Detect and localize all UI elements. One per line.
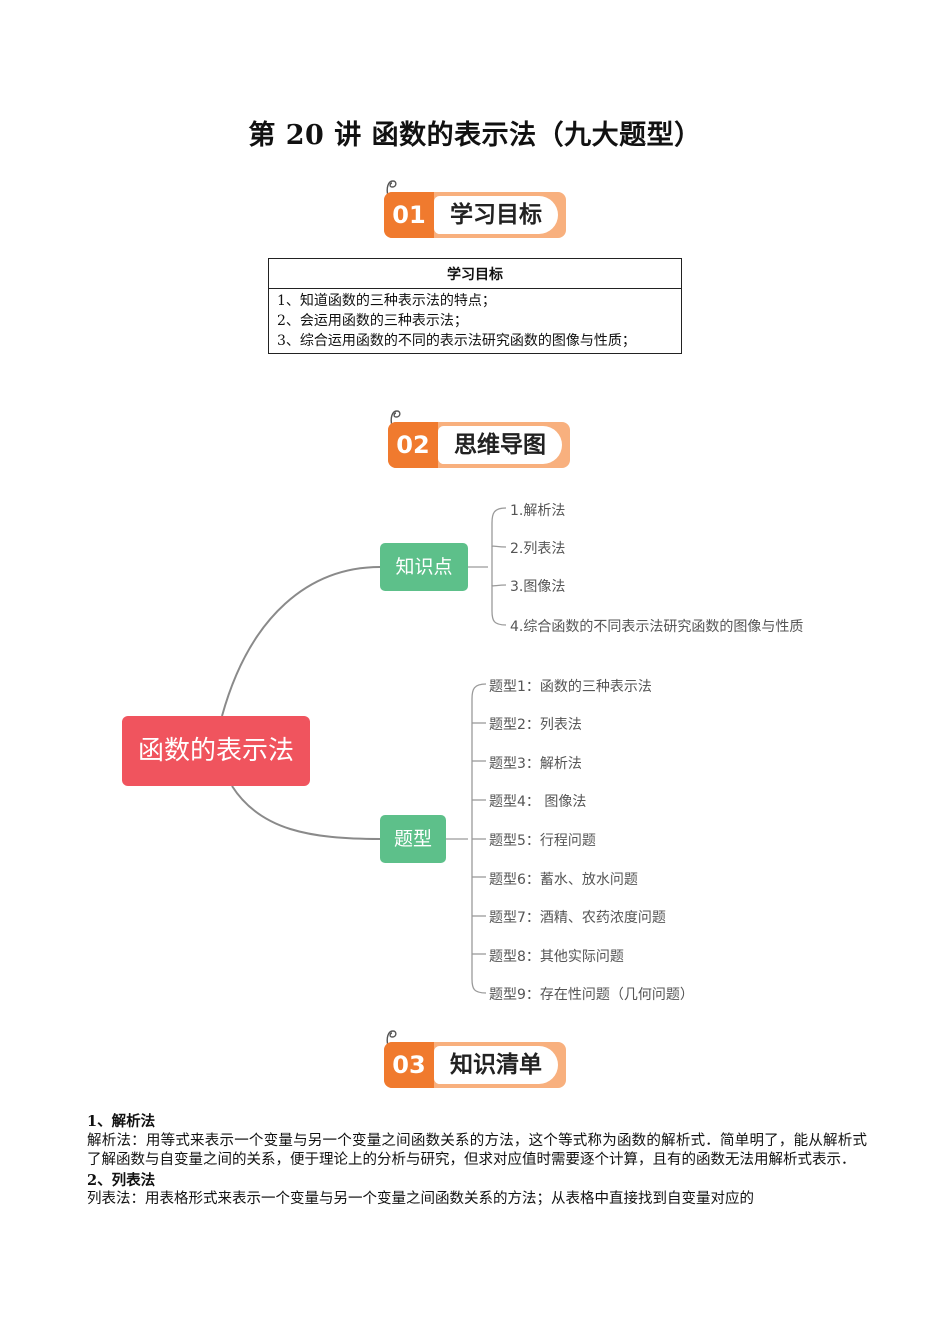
pin-icon [386, 180, 397, 197]
types-leaf: 题型3：解析法 [489, 756, 582, 772]
mind-map-knowledge-node: 知识点 [380, 543, 468, 591]
knowledge-leaf: 1.解析法 [510, 503, 566, 519]
types-leaf: 题型5：行程问题 [489, 833, 596, 849]
pin-icon [386, 1030, 397, 1047]
section-number: 03 [384, 1042, 434, 1088]
types-leaf: 题型8：其他实际问题 [489, 949, 624, 965]
section-number: 01 [384, 192, 434, 238]
mind-map: 函数的表示法 知识点 题型 1.解析法 2.列表法 3.图像法 4.综合函数的不… [100, 495, 860, 1015]
mind-map-connectors [221, 507, 507, 994]
types-leaf: 题型1：函数的三种表示法 [489, 679, 652, 695]
knowledge-paragraph: 解析法：用等式来表示一个变量与另一个变量之间函数关系的方法，这个等式称为函数的解… [87, 1132, 867, 1169]
mind-map-root-node: 函数的表示法 [122, 716, 310, 786]
knowledge-list-content: 1、解析法 解析法：用等式来表示一个变量与另一个变量之间函数关系的方法，这个等式… [87, 1112, 867, 1210]
knowledge-leaf: 4.综合函数的不同表示法研究函数的图像与性质 [510, 619, 804, 635]
section-badge-mindmap: 02 思维导图 [388, 408, 578, 470]
knowledge-leaf: 2.列表法 [510, 541, 566, 557]
section-badge-knowledge-list: 03 知识清单 [384, 1028, 574, 1090]
knowledge-heading: 1、解析法 [87, 1113, 156, 1130]
types-leaf: 题型7：酒精、农药浓度问题 [489, 910, 666, 926]
objectives-table: 学习目标 1、知道函数的三种表示法的特点； 2、会运用函数的三种表示法； 3、综… [268, 258, 682, 354]
knowledge-leaf: 3.图像法 [510, 579, 566, 595]
mind-map-types-node: 题型 [380, 815, 446, 863]
section-label: 思维导图 [438, 426, 562, 464]
document-title: 第 20 讲 函数的表示法（九大题型） [248, 120, 702, 151]
section-badge-objectives: 01 学习目标 [384, 178, 574, 240]
objectives-cell: 1、知道函数的三种表示法的特点； 2、会运用函数的三种表示法； 3、综合运用函数… [269, 289, 682, 354]
section-number: 02 [388, 422, 438, 468]
objective-item: 1、知道函数的三种表示法的特点； [277, 293, 496, 309]
objective-item: 3、综合运用函数的不同的表示法研究函数的图像与性质； [277, 333, 636, 349]
types-leaf: 题型4： 图像法 [489, 794, 587, 810]
objectives-header: 学习目标 [268, 258, 682, 289]
knowledge-paragraph: 列表法：用表格形式来表示一个变量与另一个变量之间函数关系的方法；从表格中直接找到… [87, 1191, 754, 1207]
section-label: 学习目标 [434, 196, 558, 234]
pin-icon [390, 410, 401, 427]
knowledge-heading: 2、列表法 [87, 1171, 156, 1189]
types-leaf: 题型6：蓄水、放水问题 [489, 872, 638, 888]
types-leaf: 题型2：列表法 [489, 717, 582, 733]
objective-item: 2、会运用函数的三种表示法； [277, 313, 468, 329]
section-label: 知识清单 [434, 1046, 558, 1084]
types-leaf: 题型9：存在性问题（几何问题） [489, 987, 694, 1003]
